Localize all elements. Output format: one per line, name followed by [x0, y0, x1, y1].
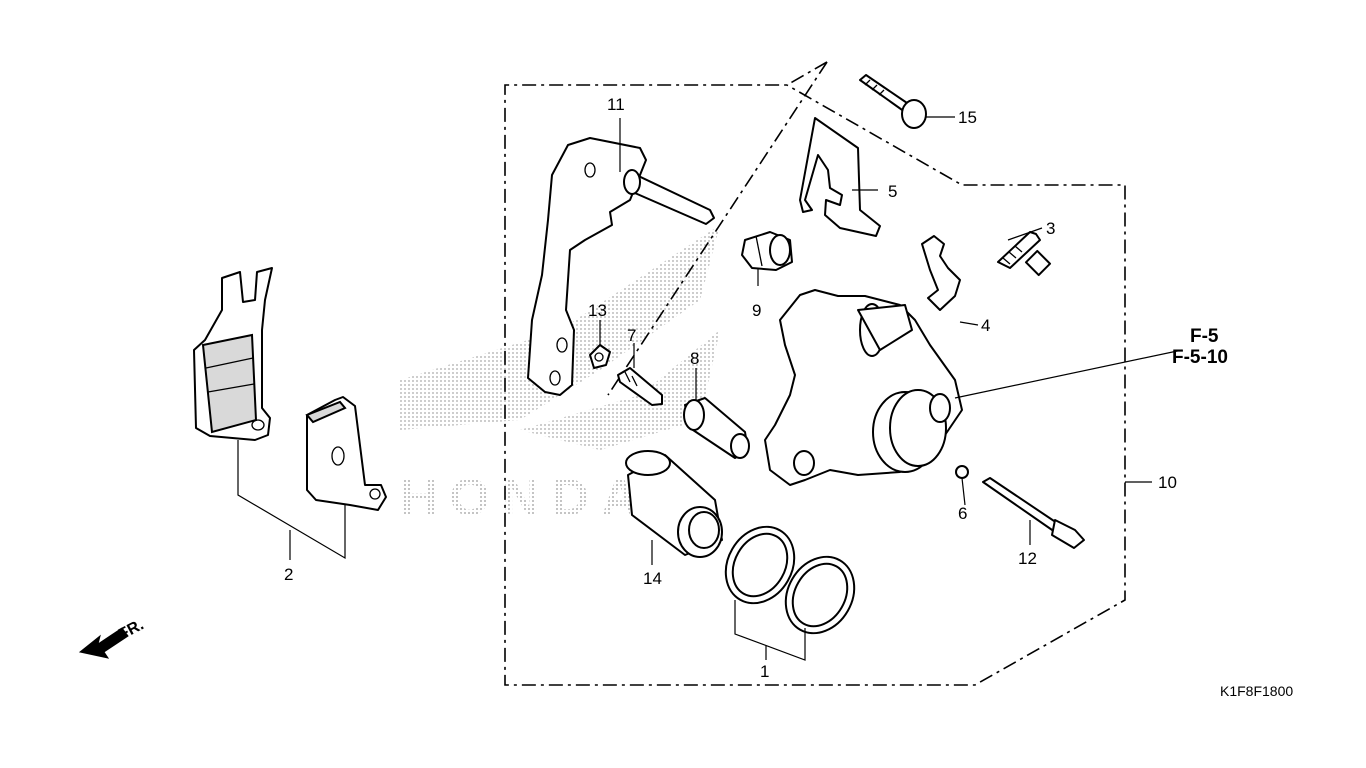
brake-pad-outer: [193, 267, 273, 441]
flange-bolt: [859, 74, 927, 129]
pad-pin-nut: [589, 344, 611, 369]
brake-pad-inner: [305, 396, 387, 511]
callout-9: 9: [752, 301, 761, 320]
callout-8: 8: [690, 349, 699, 368]
reference-f5[interactable]: F-5: [1190, 326, 1219, 347]
leader-lines: [237, 116, 1183, 661]
callout-13: 13: [588, 301, 607, 320]
diagram-code: K1F8F1800: [1220, 683, 1293, 699]
pad-spring: [799, 117, 881, 237]
bleeder-screw: [997, 231, 1052, 277]
callout-2: 2: [284, 565, 293, 584]
assembly-outline: [504, 61, 1126, 686]
callout-5: 5: [888, 182, 897, 201]
callout-15: 15: [958, 108, 977, 127]
honda-watermark: HONDA: [400, 225, 720, 527]
callout-12: 12: [1018, 549, 1037, 568]
callout-10: 10: [1158, 473, 1177, 492]
callouts: 1 2 3 4 5 6 7 8 9 10 11 12 13 14 15: [284, 95, 1177, 681]
piston: [625, 450, 723, 558]
callout-11: 11: [607, 95, 625, 114]
slide-pin: [683, 397, 750, 459]
sealing-washer: [955, 465, 969, 479]
caliper-bracket: [527, 137, 715, 396]
caliper-body: [764, 289, 963, 486]
piston-seals: [724, 525, 856, 635]
callout-1: 1: [760, 662, 769, 681]
callout-7: 7: [627, 326, 636, 345]
callout-14: 14: [643, 569, 662, 588]
dust-boot: [741, 231, 793, 271]
front-direction-arrow: [78, 627, 129, 659]
callout-3: 3: [1046, 219, 1055, 238]
reference-f5-10[interactable]: F-5-10: [1172, 347, 1228, 368]
bleeder-cap: [921, 235, 961, 311]
callout-6: 6: [958, 504, 967, 523]
watermark-text: HONDA: [400, 469, 651, 527]
pin-bolt: [617, 367, 663, 406]
pad-pin: [982, 477, 1085, 549]
callout-4: 4: [981, 316, 990, 335]
